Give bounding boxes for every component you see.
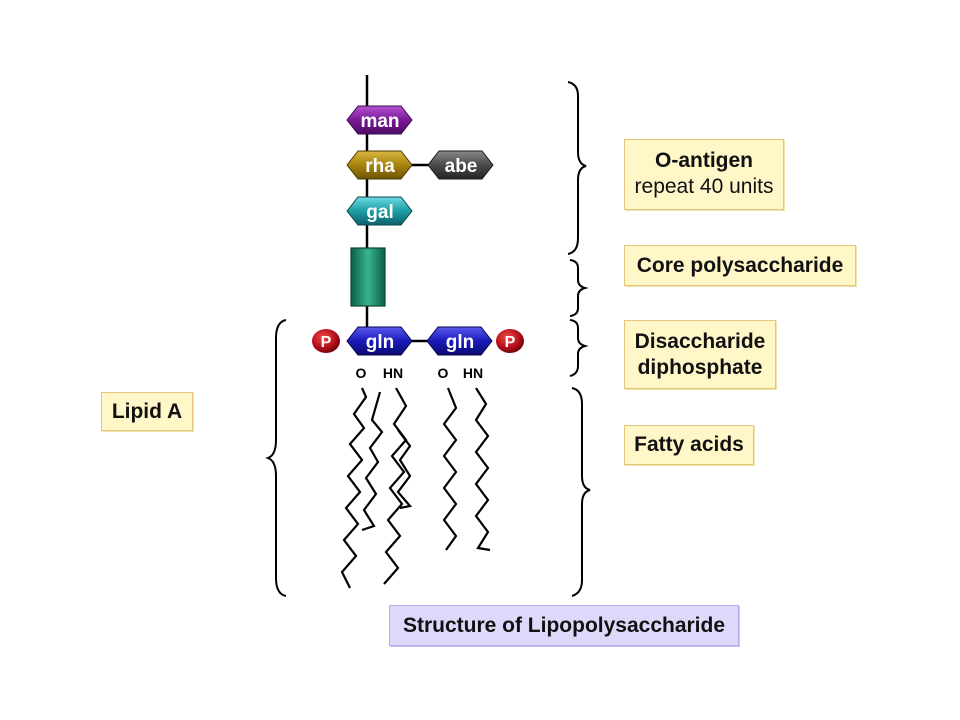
phosphate-left-label: P xyxy=(321,334,332,351)
diagram-title: Structure of Lipopolysaccharide xyxy=(389,605,739,646)
rha-label: rha xyxy=(365,156,395,177)
disaccharide-line1: Disaccharide xyxy=(634,330,766,353)
o-right-label: O xyxy=(438,365,449,381)
disaccharide-line2: diphosphate xyxy=(637,356,763,379)
core-polysaccharide-label: Core polysaccharide xyxy=(624,245,856,286)
o-antigen-title: O-antigen xyxy=(655,149,753,172)
hn-left-label: HN xyxy=(383,365,403,381)
gln-right-label: gln xyxy=(446,332,475,353)
lipid-a-brace xyxy=(265,319,287,597)
fatty-acids-brace xyxy=(571,387,591,597)
rha-hexagon xyxy=(346,150,413,180)
o-left-label: O xyxy=(356,365,367,381)
fatty-acid-chain xyxy=(442,387,458,551)
fatty-acid-chain xyxy=(383,387,408,585)
core-brace xyxy=(569,259,589,317)
o-antigen-sub: repeat 40 units xyxy=(634,175,774,198)
gln-right-hexagon xyxy=(426,326,493,356)
o-antigen-brace xyxy=(567,81,587,255)
fatty-acid-chain xyxy=(474,387,491,552)
abe-hexagon xyxy=(427,150,494,180)
abe-label: abe xyxy=(445,156,478,177)
o-antigen-label: O-antigen repeat 40 units xyxy=(624,139,784,210)
phosphate-left-circle xyxy=(312,329,340,353)
fatty-acid-chain xyxy=(361,391,384,532)
gal-label: gal xyxy=(366,202,393,223)
fatty-acid-chain xyxy=(340,387,368,589)
disaccharide-brace xyxy=(569,319,589,377)
phosphate-right-circle xyxy=(496,329,524,353)
phosphate-right-label: P xyxy=(505,334,516,351)
fatty-acids-label: Fatty acids xyxy=(624,425,754,465)
gal-hexagon xyxy=(346,196,413,226)
lipid-a-label: Lipid A xyxy=(101,392,193,431)
disaccharide-diphosphate-label: Disaccharide diphosphate xyxy=(624,320,776,389)
gln-left-hexagon xyxy=(346,326,413,356)
gln-left-label: gln xyxy=(366,332,395,353)
man-label: man xyxy=(360,111,399,132)
hn-right-label: HN xyxy=(463,365,483,381)
man-hexagon xyxy=(346,105,413,135)
fatty-acid-chain xyxy=(396,429,413,510)
core-block xyxy=(350,247,386,307)
